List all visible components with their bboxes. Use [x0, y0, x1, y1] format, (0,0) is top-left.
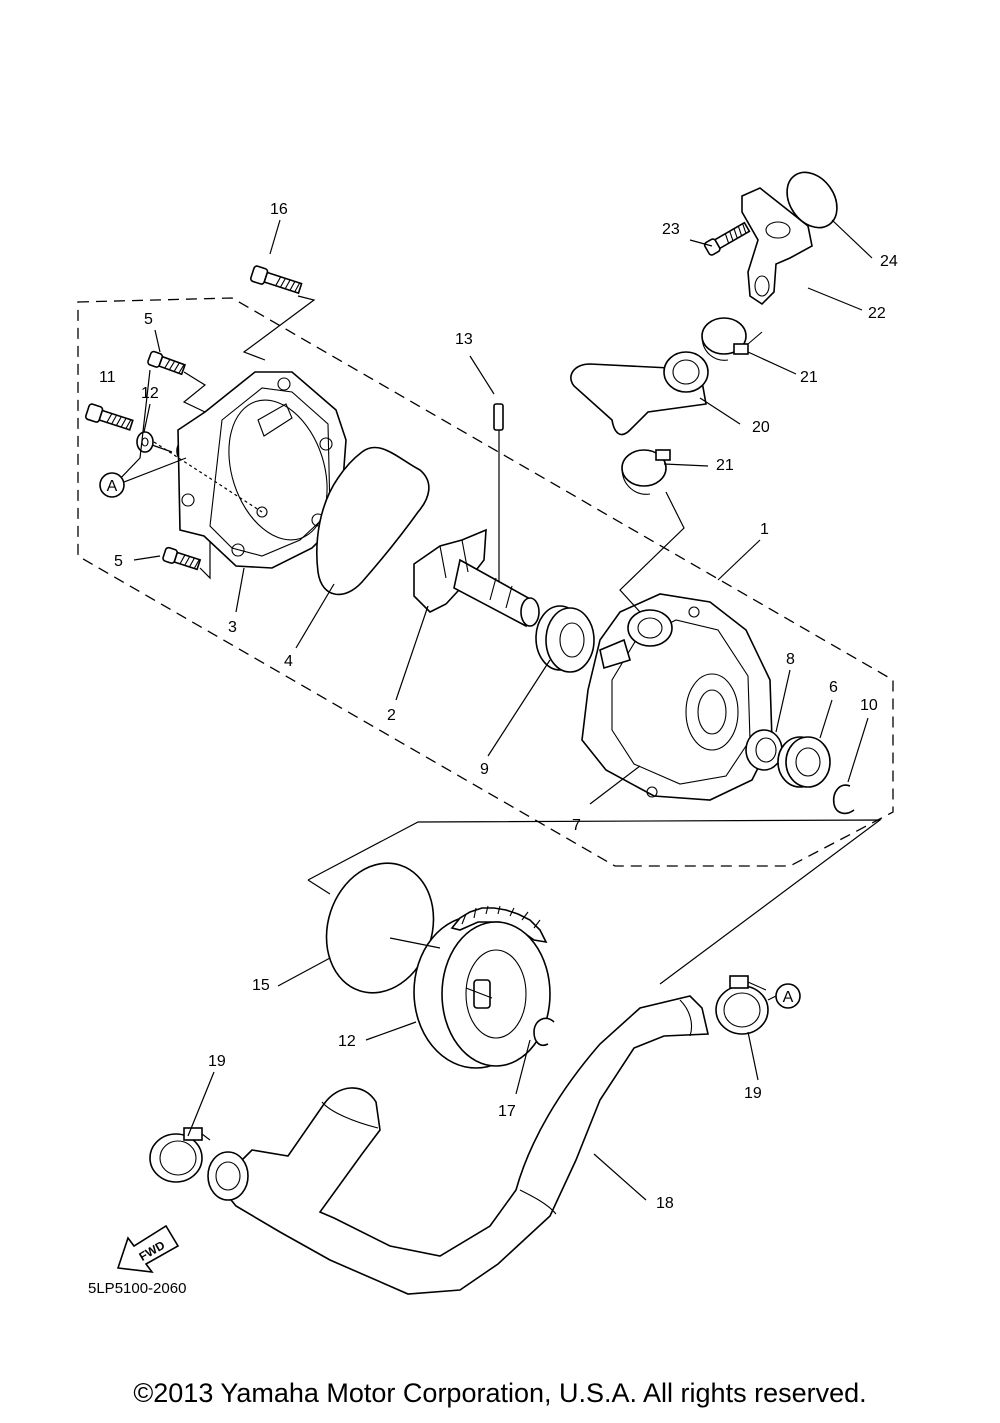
callout-9: 9: [480, 761, 489, 778]
diagram-code: 5LP5100-2060: [88, 1280, 187, 1297]
pump-housing-7: [581, 593, 773, 801]
callout-2: 2: [387, 707, 396, 724]
reference-marker-a-left: A: [99, 472, 125, 498]
callout-5-lower: 5: [114, 553, 123, 570]
gasket-4: [316, 446, 430, 596]
bearing-6: [777, 736, 831, 788]
assembly-boundary: [77, 297, 894, 867]
bolt-5-upper: [147, 350, 207, 413]
callout-12: 12: [141, 385, 159, 402]
circlip-16: [533, 1017, 555, 1047]
callout-16: 17: [498, 1103, 516, 1120]
callout-7: 7: [572, 817, 581, 834]
bolt-5-lower: [162, 539, 218, 580]
hose-routing-guide: [619, 491, 685, 613]
callout-22: 22: [868, 305, 886, 322]
hose-clamp-21-lower: [621, 449, 671, 495]
leader-lines: [114, 219, 873, 1201]
callout-21-upper: 21: [800, 369, 818, 386]
callout-24: 24: [880, 253, 898, 270]
callout-3: 3: [228, 619, 237, 636]
seal-9: [535, 605, 595, 673]
outlet-22: [741, 187, 813, 306]
oil-seal-8: [745, 729, 783, 771]
callout-1: 1: [760, 521, 769, 538]
callout-10: 10: [860, 697, 878, 714]
callout-19-left: 19: [208, 1053, 226, 1070]
hose-clamp-21-upper: [701, 317, 763, 361]
callout-13: 12: [338, 1033, 356, 1050]
hose-20: [570, 351, 709, 436]
callout-18: 18: [656, 1195, 674, 1212]
callout-17: 16: [270, 201, 288, 218]
bolt-11: [84, 403, 134, 431]
pump-cover-3: [177, 371, 347, 569]
callout-20: 20: [752, 419, 770, 436]
callout-6: 6: [829, 679, 838, 696]
callout-8: 8: [786, 651, 795, 668]
callout-5-upper: 5: [144, 311, 153, 328]
hose-clamp-19-right: [715, 975, 769, 1035]
callout-23: 23: [662, 221, 680, 238]
pin-14: [493, 403, 504, 431]
hose-clamp-19-left: [149, 1127, 211, 1183]
o-ring-24: [786, 171, 838, 229]
callout-21-lower: 21: [716, 457, 734, 474]
bolt-17: [242, 265, 316, 361]
fwd-arrow-icon: FWD: [116, 1224, 180, 1274]
impeller-shaft-2: [413, 528, 540, 628]
callout-15: 15: [252, 977, 270, 994]
svg-text:A: A: [783, 989, 794, 1006]
copyright-notice: ©2013 Yamaha Motor Corporation, U.S.A. A…: [133, 1378, 867, 1408]
hose-18: [207, 995, 709, 1295]
reference-marker-a-right: A: [775, 983, 801, 1009]
svg-text:A: A: [107, 478, 118, 495]
callout-4: 4: [284, 653, 293, 670]
circlip-10: [832, 784, 855, 815]
callout-14: 13: [455, 331, 473, 348]
callout-19-right: 19: [744, 1085, 762, 1102]
callout-11: 11: [99, 369, 116, 386]
bolt-23: [703, 221, 751, 256]
lower-routing-guide: [307, 819, 882, 985]
